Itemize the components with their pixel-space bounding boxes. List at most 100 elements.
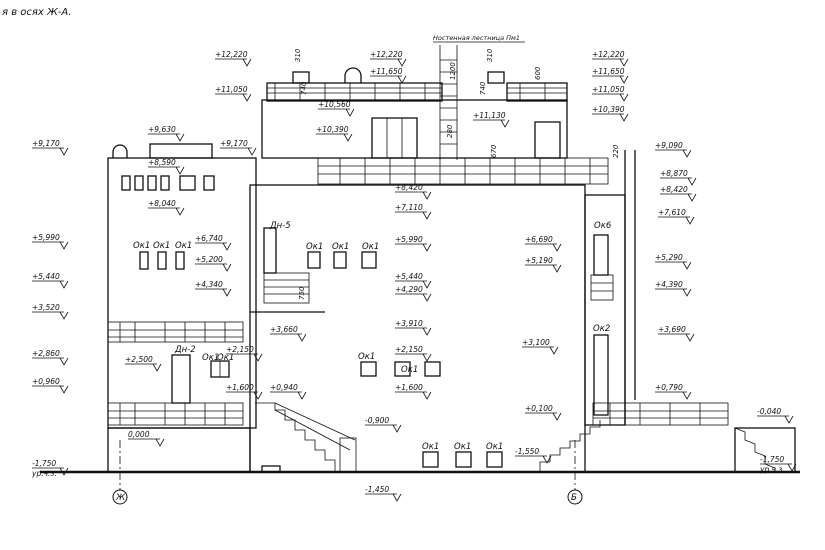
level-mark: +2,860 bbox=[32, 349, 69, 366]
svg-text:740: 740 bbox=[479, 81, 487, 95]
level-mark: +9,090 bbox=[655, 141, 692, 158]
level-mark: +5,190 bbox=[525, 256, 562, 273]
middle-volume bbox=[249, 184, 586, 473]
svg-text:+0,940: +0,940 bbox=[270, 383, 298, 392]
level-mark: +2,150 bbox=[395, 345, 432, 362]
svg-text:+3,660: +3,660 bbox=[270, 325, 298, 334]
level-mark: +8,420 bbox=[395, 183, 432, 200]
svg-text:220: 220 bbox=[612, 144, 620, 158]
svg-text:+0,960: +0,960 bbox=[32, 377, 60, 386]
ground-level-tag: ур.ч.з. bbox=[31, 469, 57, 478]
svg-text:750: 750 bbox=[298, 286, 306, 300]
left-lower-railing bbox=[107, 321, 244, 426]
upper-floor bbox=[261, 99, 568, 159]
door-ok10 bbox=[534, 121, 561, 159]
svg-text:Ок1: Ок1 bbox=[332, 242, 349, 252]
svg-text:+9,170: +9,170 bbox=[220, 139, 248, 148]
svg-text:+9,630: +9,630 bbox=[148, 125, 176, 134]
svg-text:+9,090: +9,090 bbox=[655, 141, 683, 150]
level-mark: +10,560 bbox=[318, 100, 355, 117]
level-mark: -1,550 bbox=[515, 447, 552, 464]
svg-text:-1,750: -1,750 bbox=[760, 455, 784, 464]
svg-text:+5,990: +5,990 bbox=[32, 233, 60, 242]
svg-text:+0,790: +0,790 bbox=[655, 383, 683, 392]
svg-text:+11,050: +11,050 bbox=[592, 85, 625, 94]
svg-text:+12,220: +12,220 bbox=[215, 50, 248, 59]
right-lower-railing bbox=[592, 402, 729, 426]
svg-text:+5,440: +5,440 bbox=[32, 272, 60, 281]
svg-text:+10,390: +10,390 bbox=[316, 125, 349, 134]
middle-ground-windows bbox=[360, 361, 441, 377]
level-mark: +3,690 bbox=[658, 325, 695, 342]
svg-text:Ок1: Ок1 bbox=[401, 365, 418, 375]
svg-text:310: 310 bbox=[486, 48, 494, 62]
level-mark: +5,990 bbox=[395, 235, 432, 252]
svg-text:Ок1: Ок1 bbox=[422, 442, 439, 452]
svg-text:+7,610: +7,610 bbox=[658, 208, 686, 217]
svg-text:+8,590: +8,590 bbox=[148, 158, 176, 167]
level-mark: +2,500 bbox=[125, 355, 162, 372]
svg-text:-0,900: -0,900 bbox=[365, 416, 389, 425]
svg-text:+8,040: +8,040 bbox=[148, 199, 176, 208]
level-mark: +8,040 bbox=[148, 199, 185, 216]
svg-text:-0,040: -0,040 bbox=[757, 407, 781, 416]
stair-right bbox=[539, 420, 776, 472]
svg-text:Ок1: Ок1 bbox=[217, 353, 234, 363]
upper-railing bbox=[267, 83, 567, 101]
level-mark: +3,520 bbox=[32, 303, 69, 320]
level-mark: +11,130 bbox=[473, 111, 510, 128]
roof-parapet-right bbox=[506, 82, 568, 102]
svg-text:-1,750: -1,750 bbox=[32, 459, 56, 468]
level-mark: +5,990 bbox=[32, 233, 69, 250]
svg-text:+5,200: +5,200 bbox=[195, 255, 223, 264]
svg-text:+0,100: +0,100 bbox=[525, 404, 553, 413]
level-mark: +11,050 bbox=[592, 85, 629, 102]
wall-ladder bbox=[439, 45, 458, 160]
level-mark: +11,650 bbox=[370, 67, 407, 84]
level-mark: +0,790 bbox=[655, 383, 692, 400]
level-mark: +5,440 bbox=[32, 272, 69, 289]
svg-text:+5,990: +5,990 bbox=[395, 235, 423, 244]
svg-text:+1,600: +1,600 bbox=[226, 383, 254, 392]
level-mark: +4,340 bbox=[195, 280, 232, 297]
level-mark: +8,590 bbox=[148, 158, 185, 175]
svg-text:+7,110: +7,110 bbox=[395, 203, 423, 212]
level-mark: +0,960 bbox=[32, 377, 69, 394]
level-mark: +5,290 bbox=[655, 253, 692, 270]
left-top-windows bbox=[121, 175, 215, 191]
window-ok6 bbox=[593, 234, 609, 276]
level-mark: +10,390 bbox=[592, 105, 629, 122]
balcony-middle bbox=[263, 272, 310, 304]
stair-left bbox=[255, 402, 357, 473]
svg-text:+2,150: +2,150 bbox=[395, 345, 423, 354]
ground-level-tag: ур.ч.з. bbox=[759, 465, 785, 474]
svg-text:-1,450: -1,450 bbox=[365, 485, 389, 494]
svg-text:Ок1: Ок1 bbox=[306, 242, 323, 252]
level-mark: +2,150 bbox=[226, 345, 263, 362]
svg-text:670: 670 bbox=[490, 144, 498, 158]
svg-text:+5,440: +5,440 bbox=[395, 272, 423, 281]
svg-text:280: 280 bbox=[446, 124, 454, 138]
svg-text:1200: 1200 bbox=[449, 62, 457, 80]
level-mark: +3,100 bbox=[522, 338, 559, 355]
svg-text:+4,290: +4,290 bbox=[395, 285, 423, 294]
level-mark: -0,040 bbox=[757, 407, 794, 424]
level-mark: +8,420 bbox=[660, 185, 697, 202]
svg-text:+1,600: +1,600 bbox=[395, 383, 423, 392]
svg-text:Дн-5: Дн-5 bbox=[269, 221, 291, 231]
level-mark: +6,740 bbox=[195, 234, 232, 251]
level-mark: -1,750 bbox=[760, 455, 797, 472]
svg-text:+3,690: +3,690 bbox=[658, 325, 686, 334]
level-mark: +12,220 bbox=[592, 50, 629, 67]
level-mark: +11,650 bbox=[592, 67, 629, 84]
level-mark: +9,170 bbox=[32, 139, 69, 156]
svg-text:Ок6: Ок6 bbox=[594, 221, 612, 231]
svg-text:+11,050: +11,050 bbox=[215, 85, 248, 94]
level-mark: +0,100 bbox=[525, 404, 562, 421]
dimension-labels: 310 310 1200 740 740 600 670 220 280 750 bbox=[294, 48, 620, 300]
svg-text:Дн-2: Дн-2 bbox=[174, 345, 196, 355]
level-marks: +12,220+12,220+12,220+11,650+11,650+11,0… bbox=[31, 50, 797, 502]
plinth-right bbox=[734, 427, 796, 473]
svg-text:+2,860: +2,860 bbox=[32, 349, 60, 358]
